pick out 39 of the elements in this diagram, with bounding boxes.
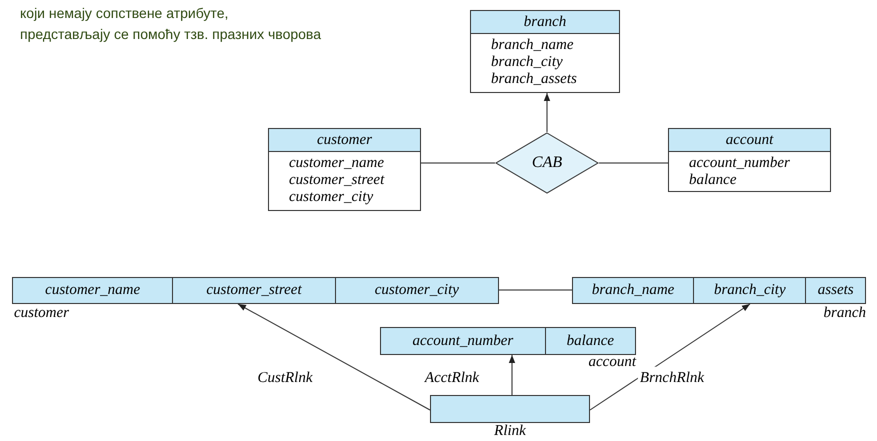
arrow [590,304,750,410]
entity-header: account [669,129,830,152]
relationship-diamond [495,132,599,194]
arrow [544,92,550,132]
attribute-text: balance [689,172,738,189]
connector-line [598,162,668,164]
entity-box [470,10,620,93]
table-name: account [588,354,636,371]
connector-line [420,162,496,164]
relationship-name: CAB [532,153,562,173]
record-row [572,277,866,304]
attribute-text: branch_name [491,37,574,54]
entity-box [268,128,421,211]
record-field: customer_street [172,278,335,303]
entity-box [668,128,831,192]
table-name: customer [14,305,69,322]
record-field: assets [805,278,865,303]
record-row [12,277,499,304]
arrow [508,354,516,396]
attribute-text: account_number [689,155,791,172]
table-name: Rlink [494,423,526,440]
attribute-text: branch_city [491,54,564,71]
attribute-text: customer_street [289,172,386,189]
record-field: customer_name [13,278,172,303]
note-text: који немају сопствене атрибуте, представљају се помоћу тзв. празних чворова [20,4,322,44]
record-field: account_number [381,328,545,354]
attribute-text: branch_assets [491,71,578,88]
record-field: balance [544,328,635,354]
arrow [238,304,430,410]
record-field: customer_city [334,278,498,303]
entity-header: customer [269,129,420,152]
record-field: branch_name [573,278,694,303]
attribute-text: customer_name [289,155,385,172]
entity-header: branch [471,11,619,34]
record-row [380,327,636,355]
record-box [430,395,590,423]
attribute-text: customer_city [289,189,374,206]
table-name: branch [824,305,866,322]
record-field: branch_city [693,278,806,303]
